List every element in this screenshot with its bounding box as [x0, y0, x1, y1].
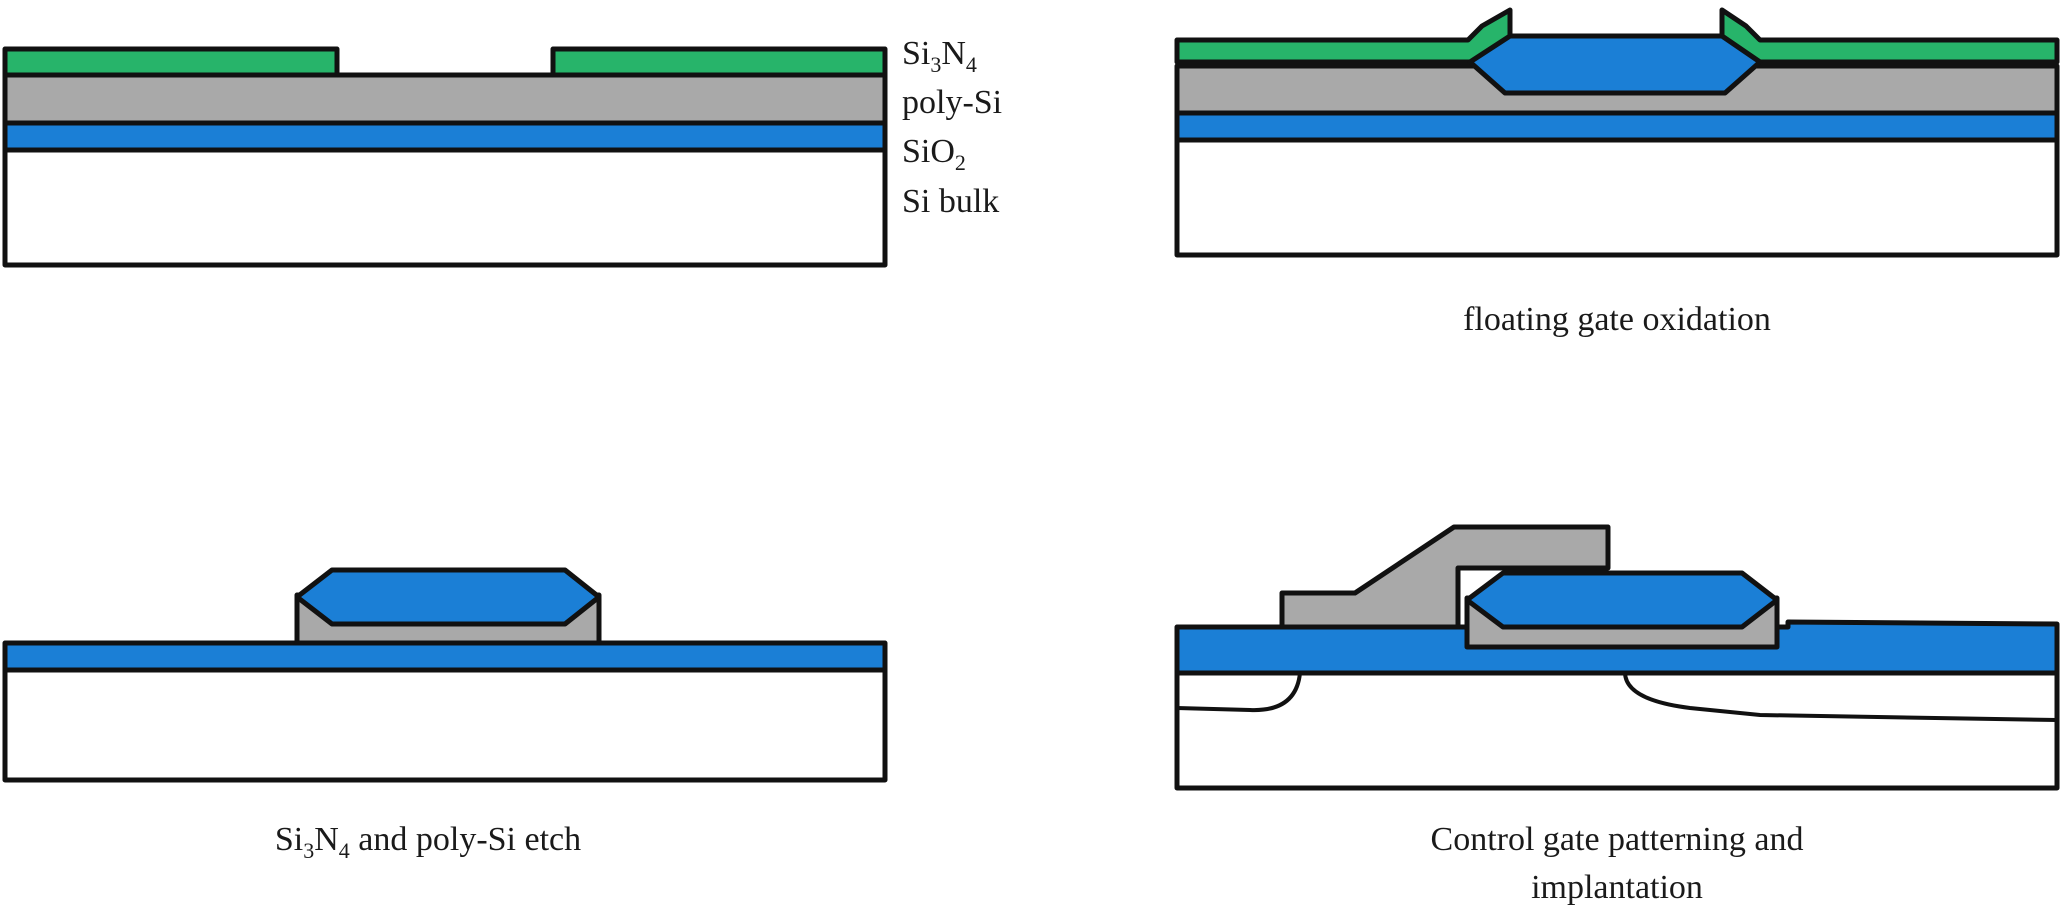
panel-control-gate	[1174, 524, 2060, 791]
panel-floating-gate-oxidation	[1174, 7, 2060, 258]
si-bulk-layer	[2, 147, 888, 268]
caption-control-gate-line2: implantation	[1531, 869, 1703, 906]
control-gate-poly	[1279, 524, 1611, 630]
si-bulk-layer	[1174, 137, 2060, 258]
floating-gate-oxide-cap	[294, 567, 602, 627]
floating-gate-oxide-lens	[1467, 33, 1763, 96]
sio2-layer	[2, 120, 888, 153]
nitride-left-lifted	[1174, 7, 1513, 65]
si-bulk-layer	[1174, 670, 2060, 791]
si-bulk-layer	[2, 667, 888, 783]
label-si-bulk: Si bulk	[902, 183, 999, 220]
nitride-right-segment	[550, 46, 888, 78]
panel-initial-stack	[2, 46, 888, 268]
floating-gate-oxide-cap	[1464, 570, 1780, 630]
label-sio2: SiO2	[902, 133, 966, 175]
sio2-layer	[2, 640, 888, 673]
caption-nitride-poly-etch: Si3N4 and poly-Si etch	[275, 821, 581, 863]
nitride-right-lifted	[1719, 7, 2060, 65]
caption-floating-gate-oxidation: floating gate oxidation	[1463, 301, 1771, 338]
caption-control-gate-line1: Control gate patterning and	[1431, 821, 1804, 858]
implant-region-left	[1176, 672, 1302, 713]
sio2-layer	[1174, 110, 2060, 143]
nitride-left-segment	[2, 46, 340, 78]
implant-region-right	[1623, 672, 2058, 722]
panel-nitride-poly-etch	[2, 567, 888, 783]
label-nitride: Si3N4	[902, 35, 977, 77]
label-poly-si: poly-Si	[902, 84, 1002, 121]
poly-si-layer	[2, 72, 888, 126]
